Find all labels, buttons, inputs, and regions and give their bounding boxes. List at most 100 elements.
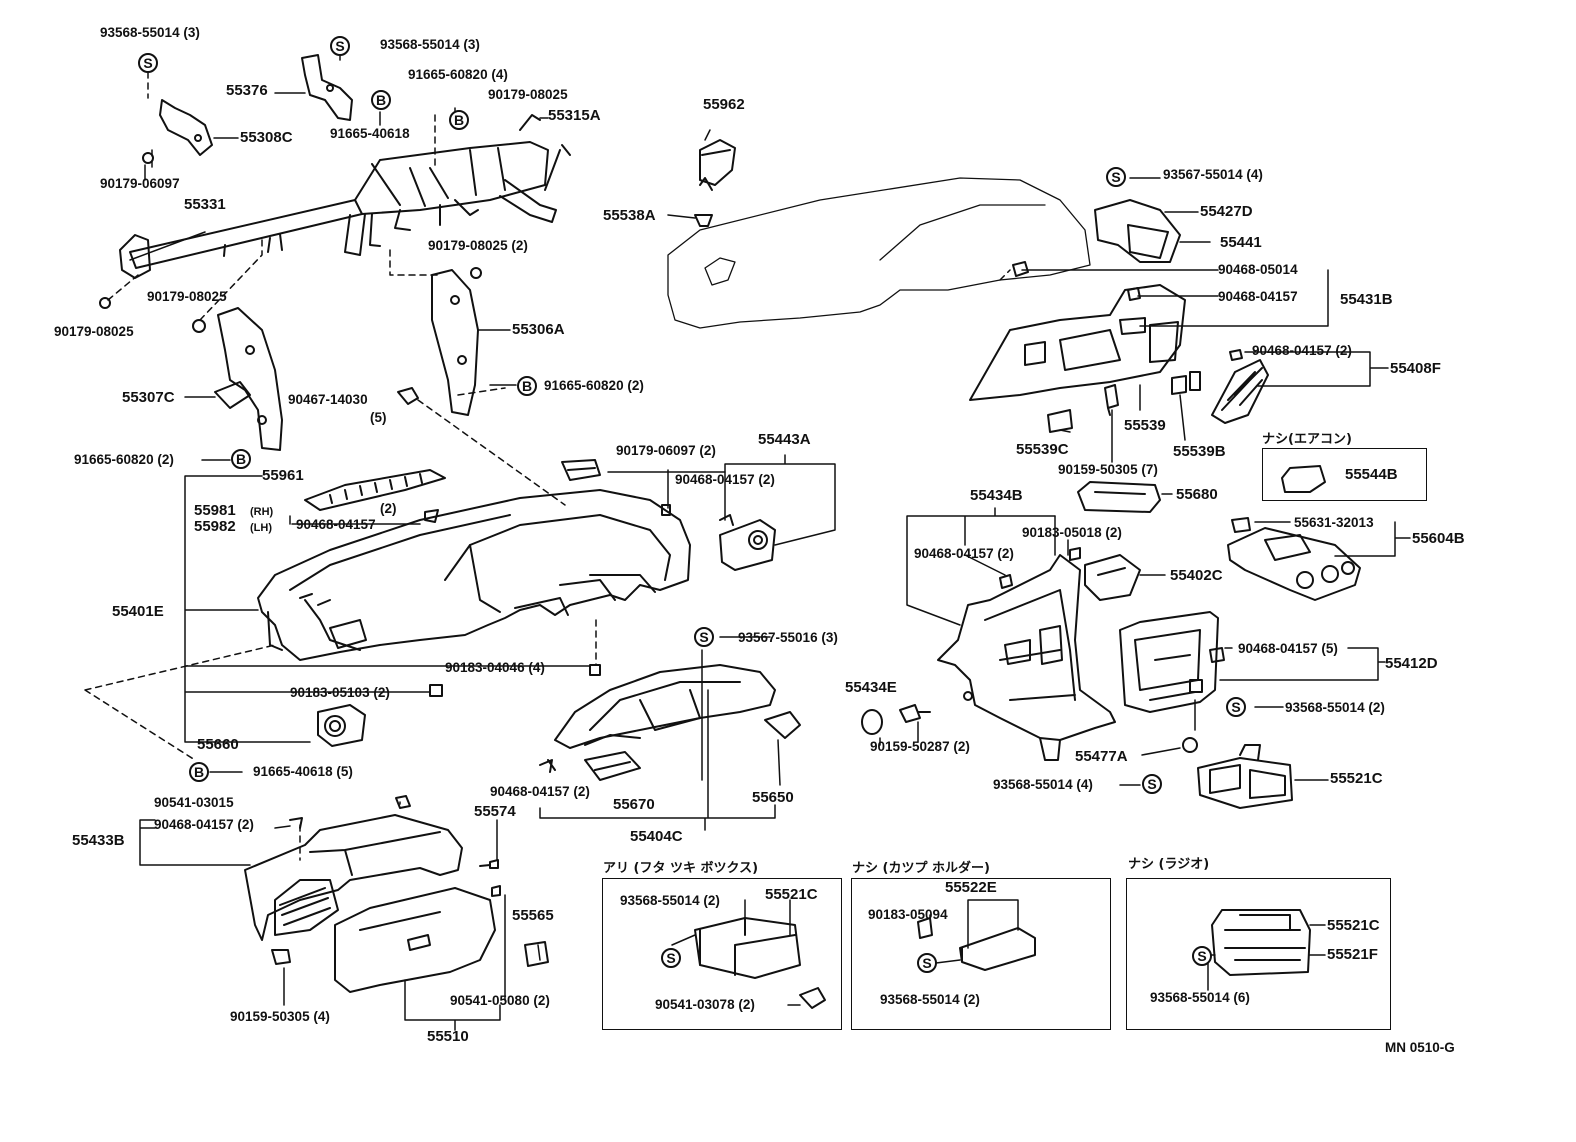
label-55650: 55650 [752,789,794,806]
label-55521F: 55521F [1327,946,1378,963]
label-93567-55016: 93567-55016 (3) [738,630,838,645]
label-side: (RH) [250,506,274,518]
label-55433B: 55433B [72,832,125,849]
instrument-panel-55401E [257,489,691,661]
label-side: (LH) [250,522,272,534]
label-55981: 55981 [194,502,236,519]
label-90159-50305: 90159-50305 (7) [1058,462,1158,477]
duct-55441 [1094,199,1181,263]
label-55982: 55982 [194,518,236,535]
console-55434B [937,554,1116,761]
label-55544B: 55544B [1345,466,1398,483]
label-nashi-cup: ナシ (カツプ ホルダー) [852,861,990,876]
label-90468-04157: 90468-04157 (2) [154,817,254,832]
label-55408F: 55408F [1390,360,1441,377]
label-90468-04157: 90468-04157 [296,517,376,532]
label-93568-55014: 93568-55014 (2) [880,992,980,1007]
label-91665-60820: 91665-60820 (4) [408,67,508,82]
label-90179-06097: 90179-06097 (2) [616,443,716,458]
marker-s: S [917,953,937,973]
label-55670: 55670 [613,796,655,813]
label-90179-08025: 90179-08025 (2) [428,238,528,253]
label-55427D: 55427D [1200,203,1253,220]
defroster-55981 [304,469,446,511]
ashtray-55604B [1227,527,1361,601]
marker-s: S [1192,946,1212,966]
label-90179-08025: 90179-08025 [54,324,134,339]
label-91665-40618: 91665-40618 (5) [253,764,353,779]
label-55441: 55441 [1220,234,1262,251]
label-55402C: 55402C [1170,567,1223,584]
label-qty: (2) [380,501,397,516]
label-55510: 55510 [427,1028,469,1045]
label-55307C: 55307C [122,389,175,406]
label-91665-60820: 91665-60820 (2) [544,378,644,393]
safety-pad-outline [667,177,1091,329]
marker-b: B [449,110,469,130]
label-90467-14030: 90467-14030 [288,392,368,407]
label-90541-03078: 90541-03078 (2) [655,997,755,1012]
label-nashi-radio: ナシ (ラジオ) [1128,857,1210,872]
label-55962: 55962 [703,96,745,113]
marker-b: B [231,449,251,469]
vent-55408F [1211,359,1269,424]
label-55680: 55680 [1176,486,1218,503]
label-55477A: 55477A [1075,748,1128,765]
label-55306A: 55306A [512,321,565,338]
label-90468-04157: 90468-04157 (5) [1238,641,1338,656]
label-90468-04157: 90468-04157 [1218,289,1298,304]
label-55315A: 55315A [548,107,601,124]
cluster-panel-55404C [554,664,776,749]
label-93568-55014: 93568-55014 (2) [1285,700,1385,715]
bracket-55376 [301,54,353,121]
diagram-code: MN 0510-G [1385,1040,1455,1055]
label-55604B: 55604B [1412,530,1465,547]
marker-s: S [694,627,714,647]
marker-b: B [189,762,209,782]
option-box-aircon [1262,448,1427,501]
label-55431B: 55431B [1340,291,1393,308]
label-nashi-aircon: ナシ(エアコン) [1262,432,1352,447]
brace-55306A [431,269,479,416]
label-55308C: 55308C [240,129,293,146]
label-90541-05080: 90541-05080 (2) [450,993,550,1008]
label-55412D: 55412D [1385,655,1438,672]
marker-s: S [1142,774,1162,794]
glovebox-55433B [244,814,463,941]
bracket-55308C [159,99,213,156]
option-box-radio [1126,878,1391,1030]
label-55443A: 55443A [758,431,811,448]
label-93567-55014: 93567-55014 (4) [1163,167,1263,182]
label-91665-60820: 91665-60820 (2) [74,452,174,467]
label-55565: 55565 [512,907,554,924]
label-90159-50287: 90159-50287 (2) [870,739,970,754]
marker-b: B [371,90,391,110]
label-90179-06097: 90179-06097 [100,176,180,191]
option-box-cup-holder [851,878,1111,1030]
marker-s: S [330,36,350,56]
label-93568-55014: 93568-55014 (6) [1150,990,1250,1005]
label-93568-55014: 93568-55014 (2) [620,893,720,908]
label-90183-05094: 90183-05094 [868,907,948,922]
label-90183-05103: 90183-05103 (2) [290,685,390,700]
label-qty: (5) [370,410,387,425]
label-90468-04157: 90468-04157 (2) [1252,343,1352,358]
label-55522E: 55522E [945,879,997,896]
label-90179-08025: 90179-08025 [488,87,568,102]
console-panel-55412D [1119,611,1219,713]
label-93568-55014: 93568-55014 (4) [993,777,1093,792]
label-90159-50305: 90159-50305 (4) [230,1009,330,1024]
label-90468-04157: 90468-04157 (2) [914,546,1014,561]
panel-55431B [969,284,1186,401]
label-55660: 55660 [197,736,239,753]
label-90468-04157: 90468-04157 (2) [675,472,775,487]
label-90541-03015: 90541-03015 [154,795,234,810]
label-ari-box: アリ (フタ ツキ ボツクス) [603,861,759,876]
label-55539B: 55539B [1173,443,1226,460]
label-93568-55014: 93568-55014 (3) [380,37,480,52]
label-55539: 55539 [1124,417,1166,434]
label-93568-55014: 93568-55014 (3) [100,25,200,40]
label-55521C: 55521C [1327,917,1380,934]
